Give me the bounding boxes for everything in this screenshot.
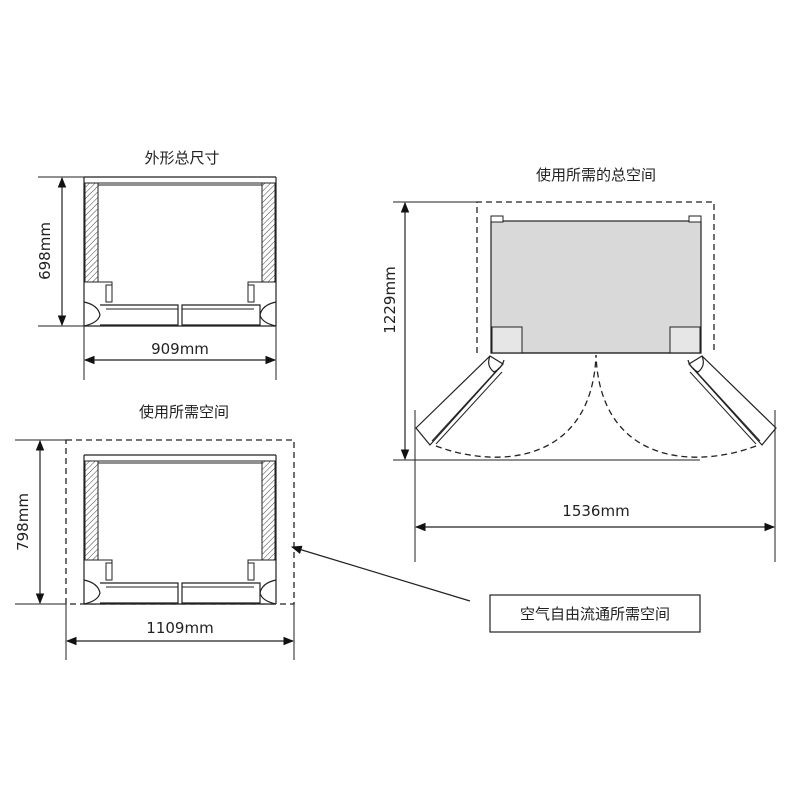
callout-label: 空气自由流通所需空间 (520, 605, 670, 623)
callout-arrow (290, 545, 471, 602)
left-door-swing-arc (435, 354, 597, 458)
required-title: 使用所需空间 (139, 403, 229, 421)
total-title: 使用所需的总空间 (536, 166, 656, 184)
fridge-plan (83, 454, 277, 605)
airflow-callout: 空气自由流通所需空间 (290, 545, 701, 633)
fridge-body (490, 220, 702, 354)
total-depth-label: 1229mm (381, 266, 399, 333)
left-door-open (415, 355, 505, 446)
required-width-label: 1109mm (146, 619, 213, 637)
required-depth-label: 798mm (14, 493, 32, 551)
total-space-view: 使用所需的总空间 1229mm 1536mm (381, 166, 777, 562)
overall-width-label: 909mm (151, 340, 209, 358)
top-tab (490, 215, 504, 223)
clearance-outline (476, 201, 715, 353)
overall-dimensions-view: 外形总尺寸 698mm 909mm (36, 149, 277, 380)
right-door-swing-arc (595, 354, 757, 458)
total-width-label: 1536mm (562, 502, 629, 520)
callout-box (489, 594, 701, 633)
top-tab (688, 215, 702, 223)
overall-title: 外形总尺寸 (144, 149, 219, 167)
right-door-open (687, 355, 777, 446)
fridge-plan (83, 176, 277, 327)
required-space-view: 使用所需空间 798mm 1109mm (14, 403, 295, 660)
overall-depth-label: 698mm (36, 222, 54, 280)
